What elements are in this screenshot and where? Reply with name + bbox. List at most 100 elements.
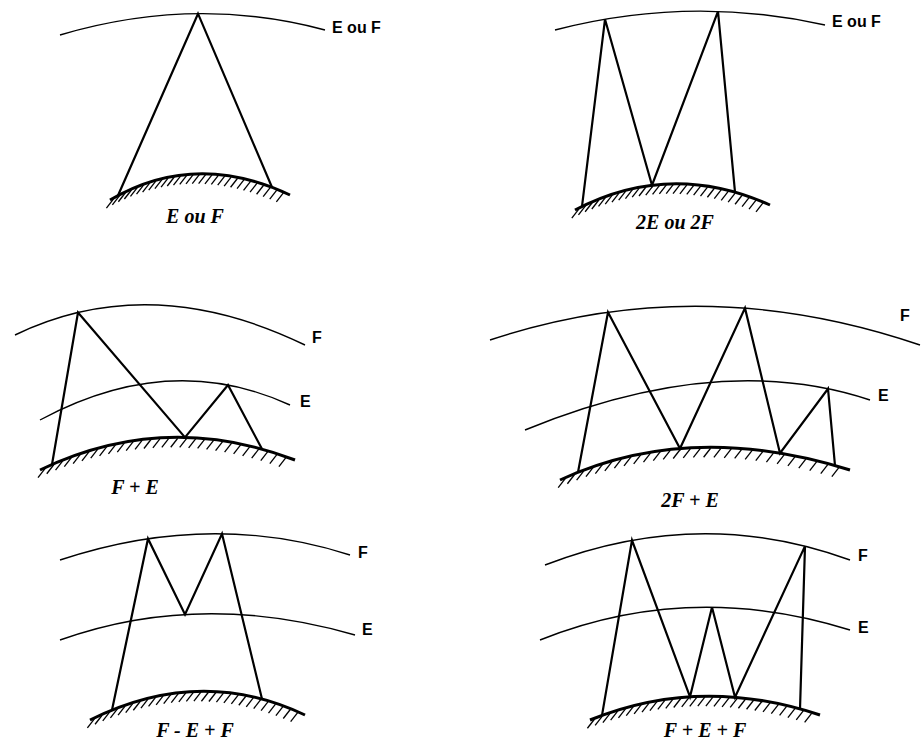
ground-hatching (269, 704, 276, 713)
ground-hatching (135, 440, 142, 449)
ionosphere-layer (60, 534, 350, 560)
ground-hatching (291, 713, 298, 722)
ground-hatching (153, 439, 160, 448)
ground-hatching (257, 185, 264, 194)
ground-hatching (270, 190, 277, 199)
ground-hatching (735, 195, 742, 204)
ground-hatching (674, 698, 681, 707)
ground-hatching (714, 190, 721, 199)
ground-hatching (276, 707, 283, 716)
ground-hatching (821, 465, 828, 474)
ground-hatching (771, 705, 778, 714)
mode-caption: 2E ou 2F (636, 211, 714, 234)
ground-hatching (788, 709, 795, 718)
ground-hatching (698, 697, 705, 706)
ground-hatching (106, 199, 113, 208)
ground-hatching (799, 459, 806, 468)
ground-hatching (756, 203, 763, 212)
layer-label: F (312, 329, 322, 347)
ray-path (582, 11, 735, 206)
ground-hatching (666, 185, 673, 194)
ground-hatching (207, 440, 214, 449)
ground-hatching (246, 698, 253, 707)
ground-hatching (231, 178, 238, 187)
ray-path (578, 308, 835, 472)
earth-surface (560, 447, 850, 480)
ground-hatching (796, 711, 803, 720)
ground-hatching (663, 450, 670, 459)
ground-hatching (180, 175, 187, 184)
ground-hatching (735, 449, 742, 458)
ground-hatching (747, 700, 754, 709)
ground-hatching (234, 445, 241, 454)
ground-hatching (263, 188, 270, 197)
ground-hatching (832, 468, 839, 477)
ground-hatching (673, 449, 680, 458)
ground-hatching (722, 698, 729, 707)
ground-hatching (209, 693, 216, 702)
ground-hatching (738, 699, 745, 708)
ionosphere-layer (525, 381, 870, 430)
ground-hatching (788, 457, 795, 466)
ground-hatching (704, 448, 711, 457)
ground-hatching (756, 452, 763, 461)
ground-hatching (261, 452, 268, 461)
ground-hatching (283, 710, 290, 719)
propagation-panel (540, 534, 850, 729)
mode-caption: F + E + F (664, 719, 746, 742)
ground-hatching (254, 700, 261, 709)
mode-caption: E ou F (166, 205, 224, 228)
propagation-panel (60, 534, 355, 728)
ground-hatching (279, 458, 286, 467)
propagation-panel (15, 305, 305, 478)
ionosphere-layer (15, 305, 305, 345)
earth-surface (40, 437, 295, 470)
ground-hatching (194, 692, 201, 701)
ground-hatching (730, 698, 737, 707)
ground-hatching (201, 692, 208, 701)
ground-hatching (666, 699, 673, 708)
ground-hatching (749, 200, 756, 209)
mode-caption: F + E (111, 476, 159, 499)
ground-hatching (186, 692, 193, 701)
ray-path (112, 534, 262, 710)
ground-hatching (243, 447, 250, 456)
layer-label: E (878, 387, 889, 405)
ray-path (52, 313, 262, 465)
layer-label: F (358, 544, 368, 562)
ground-hatching (144, 439, 151, 448)
ray-path (118, 14, 272, 196)
ionosphere-layer (490, 306, 920, 345)
earth-surface (590, 696, 820, 720)
propagation-panel (555, 11, 825, 218)
ground-hatching (179, 693, 186, 702)
ground-hatching (218, 176, 225, 185)
ground-hatching (276, 193, 283, 202)
ground-hatching (198, 439, 205, 448)
propagation-panel (60, 14, 325, 208)
ground-hatching (189, 439, 196, 448)
layer-label: F (858, 547, 868, 565)
ground-hatching (211, 175, 218, 184)
ground-hatching (706, 697, 713, 706)
ground-hatching (693, 448, 700, 457)
ground-hatching (171, 694, 178, 703)
ground-hatching (199, 175, 206, 184)
ground-hatching (728, 193, 735, 202)
ground-hatching (171, 438, 178, 447)
ionosphere-layer (555, 11, 825, 30)
propagation-panel (490, 306, 920, 487)
ground-hatching (766, 453, 773, 462)
ground-hatching (192, 175, 199, 184)
layer-label: F (900, 307, 910, 325)
ground-hatching (777, 455, 784, 464)
ground-hatching (707, 188, 714, 197)
layer-label: E ou F (332, 19, 381, 37)
ground-hatching (224, 694, 231, 703)
ground-hatching (680, 185, 687, 194)
ground-hatching (225, 443, 232, 452)
ground-hatching (805, 713, 812, 722)
ground-hatching (270, 455, 277, 464)
ground-hatching (745, 450, 752, 459)
ground-hatching (687, 185, 694, 194)
